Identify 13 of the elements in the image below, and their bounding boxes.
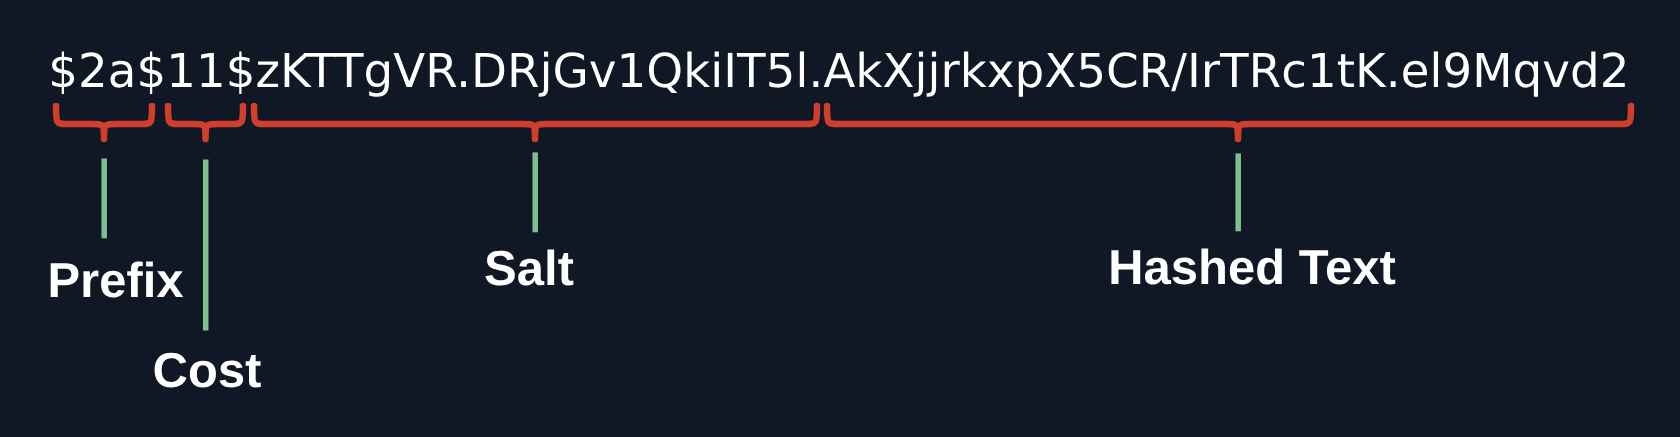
- leader-line: [1235, 153, 1241, 232]
- leader-line: [202, 159, 209, 331]
- part-label: Prefix: [50, 261, 184, 298]
- leader-line: [532, 152, 538, 233]
- part-label: Hashed Text: [1111, 248, 1396, 285]
- brace: [250, 102, 821, 143]
- part-label: Salt: [485, 249, 574, 286]
- leader-line: [101, 158, 107, 239]
- brace: [52, 102, 156, 143]
- part-label: Cost: [154, 352, 261, 388]
- brace: [823, 102, 1635, 143]
- brace: [164, 102, 247, 143]
- hash-string: $2a$11$zKTTgVR.DRjGv1QkiIT5l.AkXjjrkxpX5CR/IrTRc1tK.el9Mqvd2: [52, 51, 1625, 97]
